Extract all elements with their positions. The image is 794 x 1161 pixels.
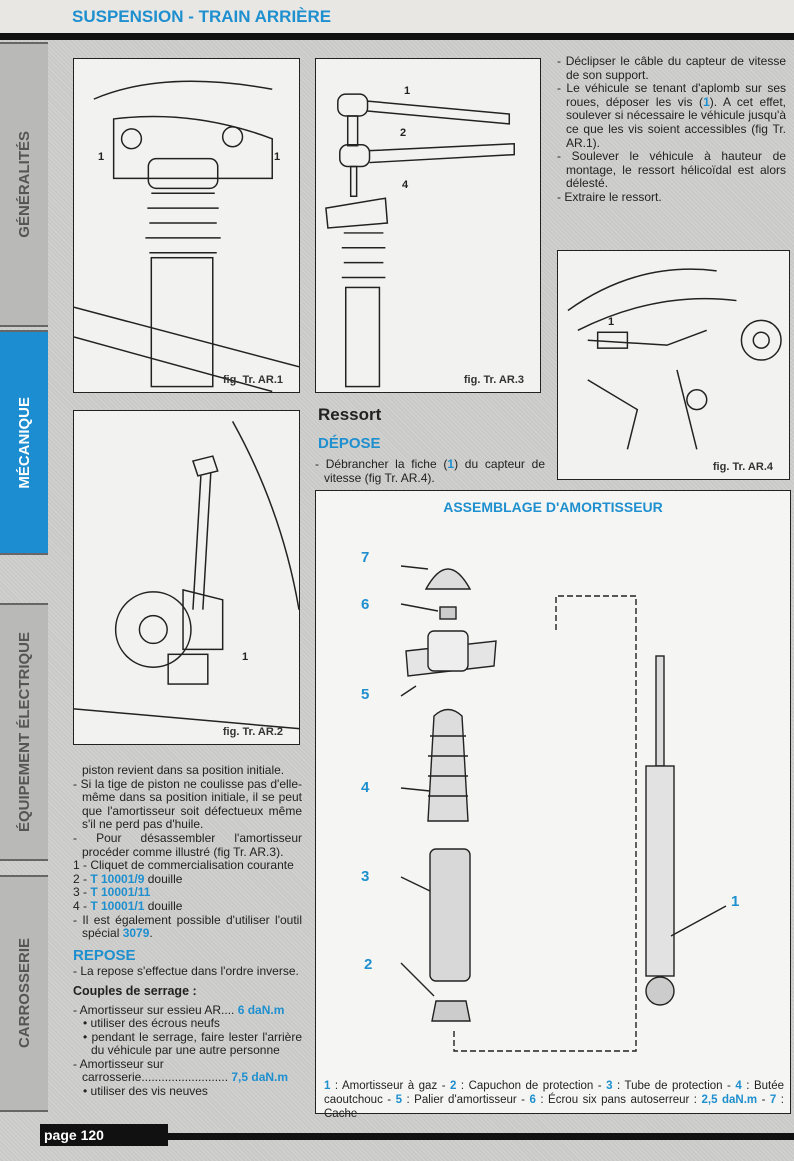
tool-item: 4 - T 10001/1 douille xyxy=(73,898,183,913)
part-number-3: 3 xyxy=(361,868,370,885)
callout: 1 xyxy=(98,151,105,163)
section-title-ressort: Ressort xyxy=(318,405,382,424)
subsection-repose: REPOSE xyxy=(73,946,136,964)
callout: 2 xyxy=(400,127,407,139)
left-column-text: piston revient dans sa position initiale… xyxy=(73,763,302,1099)
header-strip xyxy=(0,0,794,33)
tab-label: ÉQUIPEMENT ÉLECTRIQUE xyxy=(15,631,33,833)
part-number-2: 2 xyxy=(364,956,373,973)
depose-steps: - Déclipser le câble du capteur de vites… xyxy=(557,54,786,205)
tab-label: GÉNÉRALITÉS xyxy=(15,131,33,238)
ressort-step: - Débrancher la fiche (1) du capteur de … xyxy=(315,457,546,485)
tab-label: CARROSSERIE xyxy=(15,938,33,1049)
figure-tr-ar-1: 1 1 fig. Tr. AR.1 xyxy=(73,58,300,393)
callout: 1 xyxy=(608,316,615,328)
divider xyxy=(0,33,794,40)
step: - Le véhicule se tenant d'aplomb sur ses… xyxy=(557,81,786,150)
callout: 4 xyxy=(402,179,409,191)
shock-mount-drawing xyxy=(74,80,299,392)
tab-carrosserie[interactable]: CARROSSERIE xyxy=(0,875,48,1112)
figure-caption: fig. Tr. AR.1 xyxy=(222,374,283,386)
footer-bar xyxy=(165,1133,794,1140)
part-number-5: 5 xyxy=(361,686,370,703)
figure-tr-ar-2: 1 fig. Tr. AR.2 xyxy=(73,410,300,745)
callout: 1 xyxy=(242,651,249,663)
tool-drawing xyxy=(325,93,515,388)
page-number: page 120 xyxy=(40,1124,168,1146)
figure-caption: fig. Tr. AR.3 xyxy=(463,374,524,386)
figure-caption: fig. Tr. AR.2 xyxy=(222,726,283,738)
assembly-title: ASSEMBLAGE D'AMORTISSEUR xyxy=(443,499,663,515)
assembly-legend: 1 : Amortisseur à gaz - 2 : Capuchon de … xyxy=(324,1080,785,1120)
step: - Extraire le ressort. xyxy=(557,189,662,204)
part-number-4: 4 xyxy=(361,779,370,796)
tool-item: 3 - T 10001/11 xyxy=(73,885,151,900)
tab-label: MÉCANIQUE xyxy=(15,396,33,489)
step: - Soulever le véhicule à hauteur de mont… xyxy=(557,149,786,191)
figure-tr-ar-4: 1 fig. Tr. AR.4 xyxy=(557,250,790,480)
tool-item: 1 - Cliquet de commercialisation courant… xyxy=(73,858,294,873)
figure-caption: fig. Tr. AR.4 xyxy=(712,461,773,473)
shock-absorber-exploded-drawing xyxy=(400,565,727,1052)
tab-equipement-electrique[interactable]: ÉQUIPEMENT ÉLECTRIQUE xyxy=(0,603,48,861)
step: - Déclipser le câble du capteur de vites… xyxy=(557,54,786,82)
sensor-connector-drawing xyxy=(567,268,782,450)
tool-item: 2 - T 10001/9 douille xyxy=(73,871,183,886)
subsection-depose: DÉPOSE xyxy=(318,435,381,452)
assembly-diagram: ASSEMBLAGE D'AMORTISSEUR 7 6 5 4 3 2 1 1… xyxy=(315,490,791,1120)
part-number-1: 1 xyxy=(731,893,740,910)
tab-mecanique[interactable]: MÉCANIQUE xyxy=(0,330,48,555)
figure-tr-ar-3: 1 2 4 fig. Tr. AR.3 xyxy=(315,58,541,393)
torque-title: Couples de serrage : xyxy=(73,983,197,998)
callout: 1 xyxy=(404,85,411,97)
hub-drawing xyxy=(74,421,299,730)
page-title: SUSPENSION - TRAIN ARRIÈRE xyxy=(72,7,332,26)
callout: 1 xyxy=(274,151,281,163)
part-number-6: 6 xyxy=(361,596,370,613)
part-number-7: 7 xyxy=(361,549,370,566)
tab-generalites[interactable]: GÉNÉRALITÉS xyxy=(0,42,48,327)
